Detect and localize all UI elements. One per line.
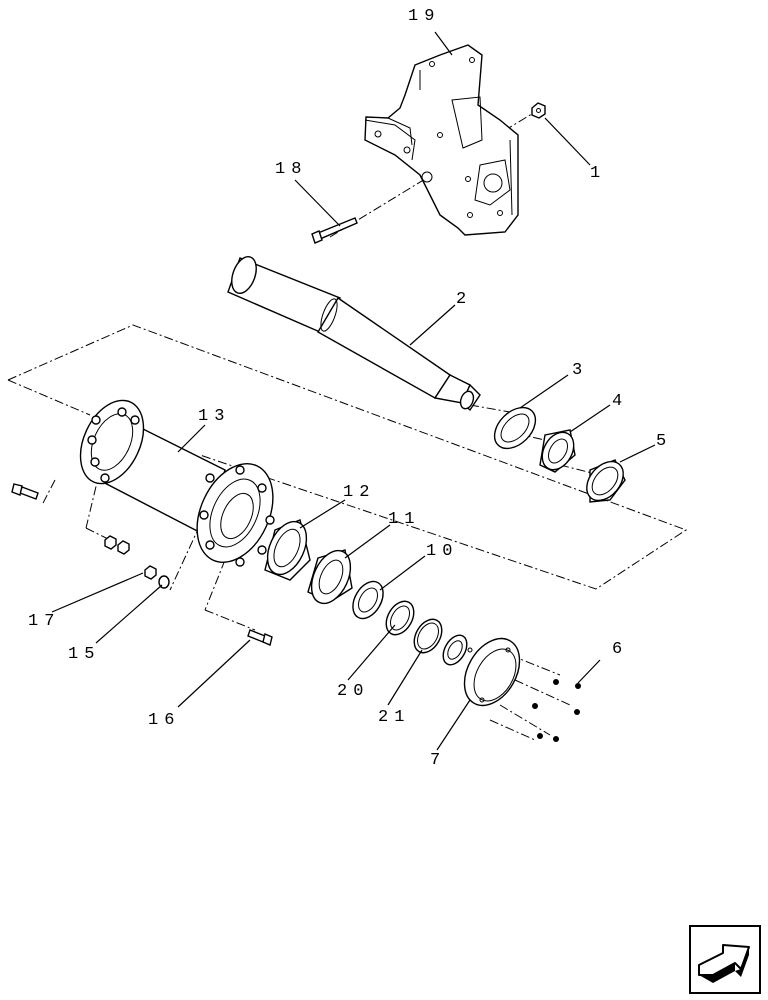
callout-11: 11: [388, 510, 420, 529]
bearing-cone-part-11: [307, 549, 353, 605]
housing-part-13: [79, 399, 275, 567]
cap-screws-part-6: [532, 679, 581, 742]
callout-12: 12: [343, 483, 375, 502]
callout-18: 18: [275, 160, 307, 179]
callout-1: 1: [590, 164, 606, 183]
seal-ring-part-3: [493, 406, 537, 450]
callout-13: 13: [198, 407, 230, 426]
washer-part-unlabeled: [442, 634, 468, 666]
retaining-ring-part-20: [385, 600, 415, 636]
next-page-arrow-icon: [689, 925, 761, 994]
nuts-pair: [104, 535, 130, 555]
callout-20: 20: [337, 682, 369, 701]
callout-15: 15: [68, 645, 100, 664]
callout-6: 6: [612, 640, 628, 659]
callout-10: 10: [426, 542, 458, 561]
hub-cap-part-7: [463, 637, 521, 707]
callout-19: 19: [408, 7, 440, 26]
bolt-part-16: [247, 629, 273, 646]
bearing-cup-part-12: [264, 519, 311, 581]
bolt-part-18: [311, 217, 358, 244]
next-page-button[interactable]: [689, 925, 761, 994]
bracket-part-19: [364, 44, 519, 236]
nut-part-17: [144, 565, 157, 580]
callout-5: 5: [656, 432, 672, 451]
nut-part-1: [531, 102, 546, 119]
bearing-cone-part-4: [539, 429, 576, 473]
bearing-cup-part-5: [586, 459, 626, 503]
leader-lines: [51, 31, 656, 751]
callout-labels: 19 1 18 2 3 4 5 13 12 11 10 6 20 21 7 17…: [28, 7, 672, 770]
callout-21: 21: [378, 708, 410, 727]
callout-17: 17: [28, 612, 60, 631]
callout-2: 2: [456, 290, 472, 309]
shaft-part-2: [227, 256, 481, 412]
callout-7: 7: [430, 751, 446, 770]
bolt-left: [11, 483, 39, 500]
callout-4: 4: [612, 392, 628, 411]
ring-part-10: [352, 580, 384, 620]
callout-16: 16: [148, 711, 180, 730]
snap-ring-part-21: [413, 618, 443, 654]
callout-3: 3: [572, 361, 588, 380]
